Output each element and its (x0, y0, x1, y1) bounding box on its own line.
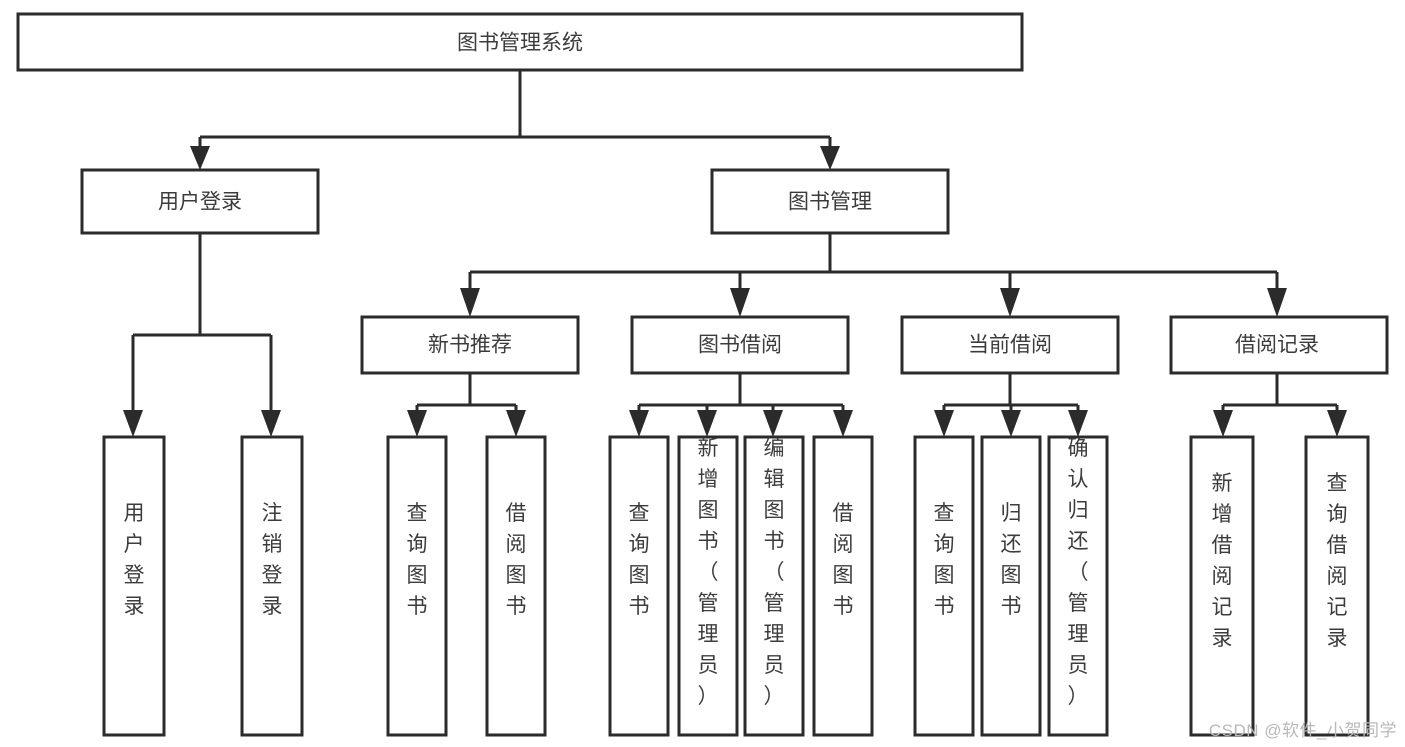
node-book-manage-label: 图书管理 (788, 191, 872, 214)
node-new-book-recommend-box[interactable] (360, 315, 580, 375)
node-new-book-recommend-label: 新书推荐 (428, 334, 512, 357)
leaf-node-current-confirm-return[interactable]: 确认归还（管理员） (1047, 435, 1109, 737)
leaf-node-current-return-book-box[interactable] (980, 435, 1042, 737)
node-user-login-label: 用户登录 (158, 191, 242, 214)
node-borrow-record[interactable]: 借阅记录 (1169, 315, 1389, 375)
leaf-node-borrow-lend-book-box[interactable] (812, 435, 874, 737)
node-user-login-box[interactable] (80, 168, 320, 235)
leaf-node-borrow-query-book[interactable]: 查询图书 (608, 435, 670, 737)
leaf-node-recommend-borrow-book-label: 借阅图书 (506, 502, 527, 618)
leaf-node-logout-box[interactable] (240, 435, 304, 737)
leaf-node-record-add[interactable]: 新增借阅记录 (1189, 435, 1255, 737)
arrow-icon-new-book-recommend (460, 288, 480, 317)
leaf-node-borrow-edit-book[interactable]: 编辑图书（管理员） (743, 435, 805, 737)
arrow-icon-borrow-lend (833, 410, 853, 437)
node-root-system-box[interactable] (16, 12, 1024, 72)
leaf-node-user-login[interactable]: 用户登录 (102, 435, 166, 737)
arrow-icon-record-add (1213, 410, 1233, 437)
leaf-node-user-login-box[interactable] (102, 435, 166, 737)
leaf-node-user-login-label: 用户登录 (124, 502, 145, 618)
arrow-icon-recommend-query (407, 410, 427, 437)
leaf-node-current-confirm-return-label: 确认归还（管理员） (1068, 437, 1089, 708)
node-borrow-record-box[interactable] (1169, 315, 1389, 375)
leaf-node-borrow-add-book-box[interactable] (677, 435, 739, 737)
leaf-node-logout-label: 注销登录 (262, 502, 283, 618)
leaf-node-recommend-query-book-label: 查询图书 (407, 502, 428, 618)
leaf-node-logout[interactable]: 注销登录 (240, 435, 304, 737)
node-current-borrow-label: 当前借阅 (968, 334, 1052, 357)
leaf-node-recommend-query-book-box[interactable] (386, 435, 448, 737)
leaf-node-recommend-borrow-book-box[interactable] (485, 435, 547, 737)
node-borrow-record-label: 借阅记录 (1235, 334, 1319, 357)
leaf-node-current-query-book[interactable]: 查询图书 (913, 435, 975, 737)
connector-layer (123, 70, 1347, 437)
arrow-icon-leaf-user-login (123, 410, 143, 437)
node-book-borrow-box[interactable] (630, 315, 850, 375)
leaf-node-borrow-add-book-label: 新增图书（管理员） (698, 437, 719, 708)
leaf-node-borrow-lend-book-label: 借阅图书 (833, 502, 854, 618)
arrow-icon-borrow-query (629, 410, 649, 437)
leaf-node-borrow-lend-book[interactable]: 借阅图书 (812, 435, 874, 737)
leaf-node-borrow-query-book-box[interactable] (608, 435, 670, 737)
leaf-node-current-return-book[interactable]: 归还图书 (980, 435, 1042, 737)
node-book-borrow-label: 图书借阅 (698, 334, 782, 357)
arrow-icon-current-borrow (1000, 288, 1020, 317)
leaf-node-recommend-query-book[interactable]: 查询图书 (386, 435, 448, 737)
leaf-node-borrow-add-book[interactable]: 新增图书（管理员） (677, 435, 739, 737)
node-current-borrow[interactable]: 当前借阅 (900, 315, 1120, 375)
leaf-node-borrow-edit-book-label: 编辑图书（管理员） (764, 437, 785, 708)
arrow-icon-book-borrow (730, 288, 750, 317)
arrow-icon-current-query (934, 410, 954, 437)
arrow-icon-borrow-edit (763, 410, 783, 437)
node-new-book-recommend[interactable]: 新书推荐 (360, 315, 580, 375)
leaf-node-current-query-book-label: 查询图书 (934, 502, 955, 618)
leaf-node-current-query-book-box[interactable] (913, 435, 975, 737)
node-book-borrow[interactable]: 图书借阅 (630, 315, 850, 375)
arrow-icon-current-confirm (1068, 410, 1088, 437)
leaf-node-record-query-box[interactable] (1304, 435, 1370, 737)
arrow-icon-book-manage (820, 146, 840, 170)
node-book-manage-box[interactable] (710, 168, 950, 235)
leaf-node-current-confirm-return-box[interactable] (1047, 435, 1109, 737)
arrow-icon-recommend-borrow (506, 410, 526, 437)
leaf-node-borrow-query-book-label: 查询图书 (629, 502, 650, 618)
leaf-node-recommend-borrow-book[interactable]: 借阅图书 (485, 435, 547, 737)
node-root-system[interactable]: 图书管理系统 (16, 12, 1024, 72)
arrow-icon-user-login (190, 146, 210, 170)
leaf-node-borrow-edit-book-box[interactable] (743, 435, 805, 737)
leaf-node-record-add-box[interactable] (1189, 435, 1255, 737)
leaf-node-record-query-label: 查询借阅记录 (1327, 472, 1348, 650)
leaf-node-current-return-book-label: 归还图书 (1001, 502, 1022, 618)
node-root-system-label: 图书管理系统 (457, 32, 583, 55)
arrow-icon-record-query (1327, 410, 1347, 437)
leaf-node-record-query[interactable]: 查询借阅记录 (1304, 435, 1370, 737)
node-book-manage[interactable]: 图书管理 (710, 168, 950, 235)
node-user-login[interactable]: 用户登录 (80, 168, 320, 235)
arrow-icon-borrow-record (1267, 288, 1287, 317)
arrow-icon-leaf-logout (261, 410, 281, 437)
node-current-borrow-box[interactable] (900, 315, 1120, 375)
arrow-icon-current-return (1001, 410, 1021, 437)
leaf-node-record-add-label: 新增借阅记录 (1212, 472, 1233, 650)
arrow-icon-borrow-add (697, 410, 717, 437)
